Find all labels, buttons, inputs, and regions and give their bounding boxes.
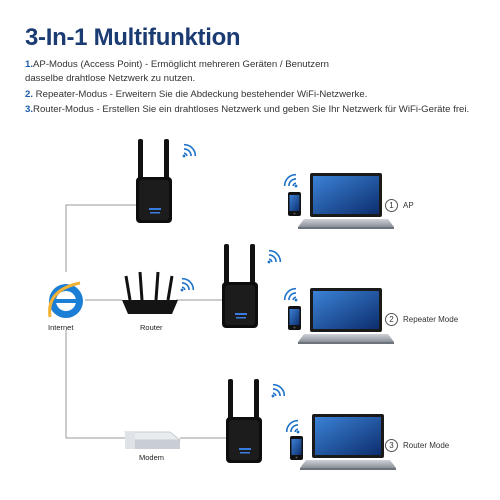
modem-icon: [123, 431, 182, 449]
feature-3-text: Router-Modus - Erstellen Sie ein drahtlo…: [33, 104, 470, 115]
feature-3: 3.Router-Modus - Erstellen Sie ein draht…: [25, 103, 469, 116]
router-mode-phone-icon: [290, 436, 303, 460]
internet-icon: [48, 281, 83, 318]
feature-2-number: 2.: [25, 89, 34, 100]
repeater-laptop-icon: [298, 288, 394, 344]
repeater-wifi-icon: [261, 247, 284, 270]
mode-repeater: 2 Repeater Mode: [385, 313, 458, 326]
feature-2: 2. Repeater-Modus - Erweitern Sie die Ab…: [25, 88, 367, 101]
router-mode-phone-wifi-icon: [283, 417, 306, 440]
ap-extender-icon: [136, 139, 172, 223]
feature-2-text: Repeater-Modus - Erweitern Sie die Abdec…: [33, 89, 368, 100]
feature-1-number: 1.: [25, 59, 34, 70]
internet-label: Internet: [48, 323, 74, 332]
mode-router-label: Router Mode: [403, 441, 450, 450]
mode-ap: 1 AP: [385, 199, 414, 212]
mode-router-number: 3: [385, 439, 398, 452]
router-icon: [122, 271, 178, 314]
ap-wifi-icon: [176, 141, 199, 164]
repeater-phone-icon: [288, 306, 301, 330]
router-wifi-icon: [174, 275, 197, 298]
feature-1-continued: dasselbe drahtlose Netzwerk zu nutzen.: [25, 73, 196, 84]
page-title: 3-In-1 Multifunktion: [25, 24, 241, 51]
feature-3-number: 3.: [25, 104, 34, 115]
modem-label: Modem: [139, 453, 165, 462]
mode-ap-number: 1: [385, 199, 398, 212]
ap-laptop-icon: [298, 173, 394, 229]
ap-phone-wifi-icon: [281, 171, 304, 194]
line-internet-to-ap: [65, 204, 140, 272]
feature-1: 1.AP-Modus (Access Point) - Ermöglicht m…: [25, 58, 329, 71]
ap-phone-icon: [288, 192, 301, 216]
mode-router: 3 Router Mode: [385, 439, 449, 452]
router-mode-extender-icon: [226, 379, 262, 463]
line-internet-to-modem: [65, 330, 125, 439]
mode-repeater-number: 2: [385, 313, 398, 326]
router-label: Router: [140, 323, 163, 332]
mode-ap-label: AP: [403, 201, 414, 210]
router-mode-laptop-icon: [300, 414, 396, 470]
feature-1-text: AP-Modus (Access Point) - Ermöglicht meh…: [33, 59, 329, 70]
mode-repeater-label: Repeater Mode: [403, 315, 459, 324]
repeater-extender-icon: [222, 244, 258, 328]
connection-lines: [65, 204, 226, 439]
repeater-phone-wifi-icon: [281, 285, 304, 308]
router-mode-wifi-icon: [265, 381, 288, 404]
